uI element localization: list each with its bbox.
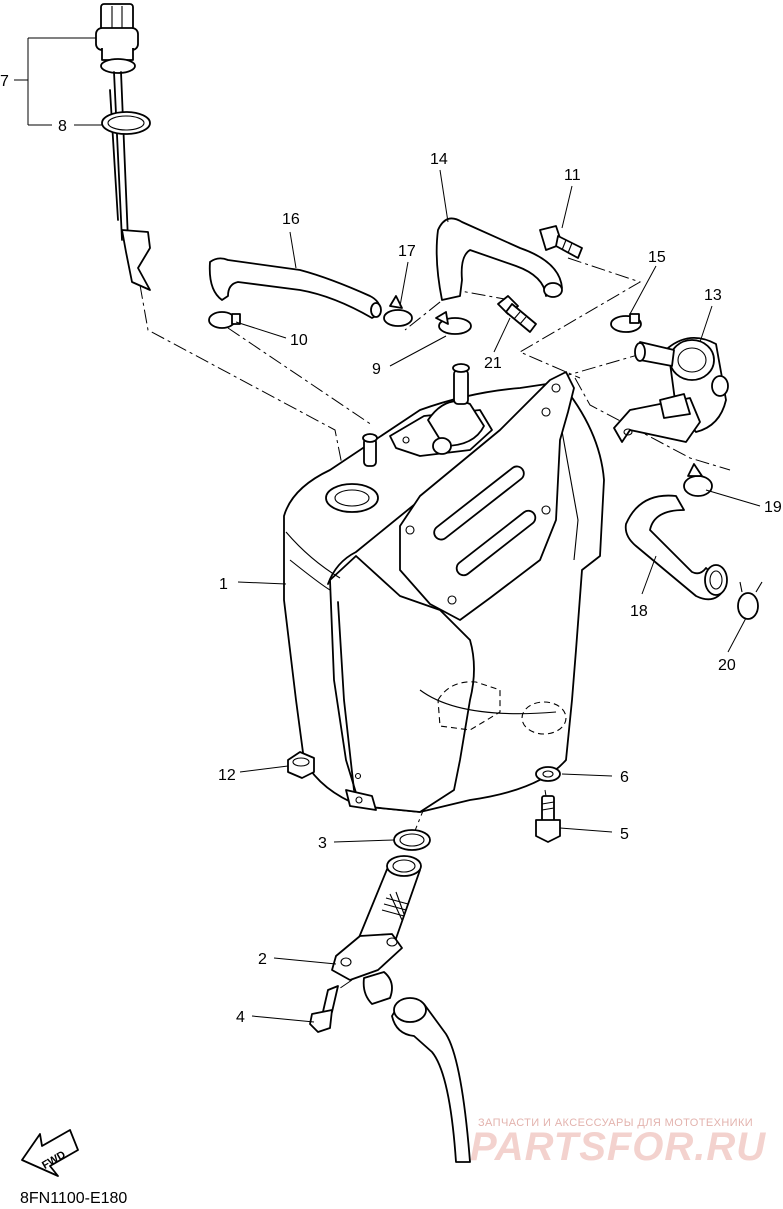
callout-2: 2: [258, 951, 267, 968]
o-ring-3: [393, 829, 431, 851]
oil-level-sender: [95, 3, 151, 291]
watermark-tagline: ЗАПЧАСТИ И АКСЕССУАРЫ ДЛЯ МОТОТЕХНИКИ: [478, 1117, 753, 1129]
callout-11: 11: [564, 167, 581, 184]
clamp-9: [435, 311, 472, 335]
hose-14: [435, 217, 563, 301]
clamp-15: [610, 313, 642, 333]
watermark: ЗАПЧАСТИ И АКСЕССУАРЫ ДЛЯ МОТОТЕХНИКИ PA…: [470, 1117, 766, 1169]
callout-1: 1: [219, 576, 228, 593]
callout-10: 10: [290, 332, 308, 349]
outlet-hose: [391, 997, 471, 1163]
callout-6: 6: [620, 769, 629, 786]
breather-hose-16: [208, 257, 382, 319]
fwd-arrow-icon: FWD: [21, 1129, 79, 1177]
callout-7: 7: [0, 73, 9, 90]
diagram-code: 8FN1100-E180: [20, 1190, 127, 1207]
nut-12: [287, 751, 315, 779]
callout-17: 17: [398, 243, 416, 260]
callout-13: 13: [704, 287, 722, 304]
valve-13: [613, 337, 729, 443]
callout-19: 19: [764, 499, 782, 516]
bolt-4: [309, 985, 339, 1033]
oil-tank: [283, 363, 605, 813]
callout-16: 16: [282, 211, 300, 228]
washer-6: [535, 766, 561, 782]
callout-9: 9: [372, 361, 381, 378]
hose-18: [624, 494, 728, 601]
callout-14: 14: [430, 151, 448, 168]
o-ring-small: [101, 111, 151, 135]
callout-18: 18: [630, 603, 648, 620]
watermark-brand: PARTSFOR.RU: [470, 1125, 766, 1169]
bolt-11: [539, 225, 583, 259]
clamp-10: [208, 311, 241, 329]
strainer-pipe-2: [331, 855, 422, 1005]
callout-15: 15: [648, 249, 666, 266]
clamp-17: [383, 295, 413, 327]
callout-4: 4: [236, 1009, 245, 1026]
callout-3: 3: [318, 835, 327, 852]
callout-labels: 1 2 3 4 5 6 7 8 9 10 11 12 13 14 15 16 1…: [0, 73, 782, 1026]
callout-5: 5: [620, 826, 629, 843]
bolt-21: [497, 295, 537, 333]
leader-lines: [14, 37, 761, 1023]
callout-21: 21: [484, 355, 502, 372]
bolt-5: [535, 795, 561, 843]
clamp-19: [683, 463, 713, 497]
cap-20: [737, 581, 763, 620]
callout-8: 8: [58, 118, 67, 135]
callout-20: 20: [718, 657, 736, 674]
callout-12: 12: [218, 767, 236, 784]
